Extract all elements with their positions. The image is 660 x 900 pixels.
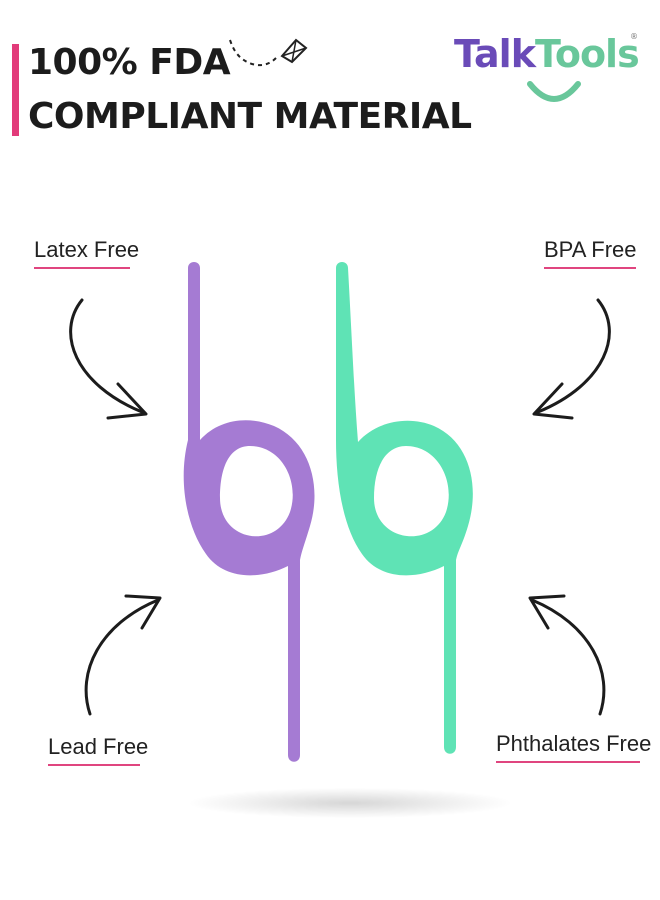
brand-logo: TalkTools ® xyxy=(454,30,644,110)
purple-chew-tool xyxy=(183,262,315,762)
feature-bpa-underline xyxy=(544,267,636,269)
curved-arrow-icon xyxy=(84,594,162,716)
feature-phthalates-free: Phthalates Free xyxy=(496,731,651,763)
brand-name-talk: Talk xyxy=(454,32,536,76)
headline-line-1: 100% FDA xyxy=(28,42,231,83)
brand-name: TalkTools xyxy=(454,32,640,76)
teal-chew-tool xyxy=(336,262,473,754)
feature-bpa-label: BPA Free xyxy=(544,237,637,262)
feature-phthalates-underline xyxy=(496,761,640,763)
product-shadow xyxy=(190,788,510,818)
kite-icon xyxy=(229,38,308,67)
headline-line-2: COMPLIANT MATERIAL xyxy=(28,96,472,137)
brand-name-tools: Tools xyxy=(534,32,640,76)
smile-icon xyxy=(527,81,581,102)
feature-latex-label: Latex Free xyxy=(34,237,140,262)
curved-arrow-icon xyxy=(69,298,148,420)
feature-lead-label: Lead Free xyxy=(48,734,149,759)
feature-latex-free: Latex Free xyxy=(34,237,139,269)
product-chewy-tubes xyxy=(183,262,473,762)
curved-arrow-icon xyxy=(528,594,606,716)
feature-phthalates-label: Phthalates Free xyxy=(496,731,652,756)
feature-latex-underline xyxy=(34,267,130,269)
accent-bar xyxy=(12,44,19,136)
feature-lead-underline xyxy=(48,764,140,766)
registered-mark: ® xyxy=(630,32,638,41)
feature-bpa-free: BPA Free xyxy=(544,237,637,269)
curved-arrow-icon xyxy=(532,298,611,420)
feature-lead-free: Lead Free xyxy=(48,734,148,766)
